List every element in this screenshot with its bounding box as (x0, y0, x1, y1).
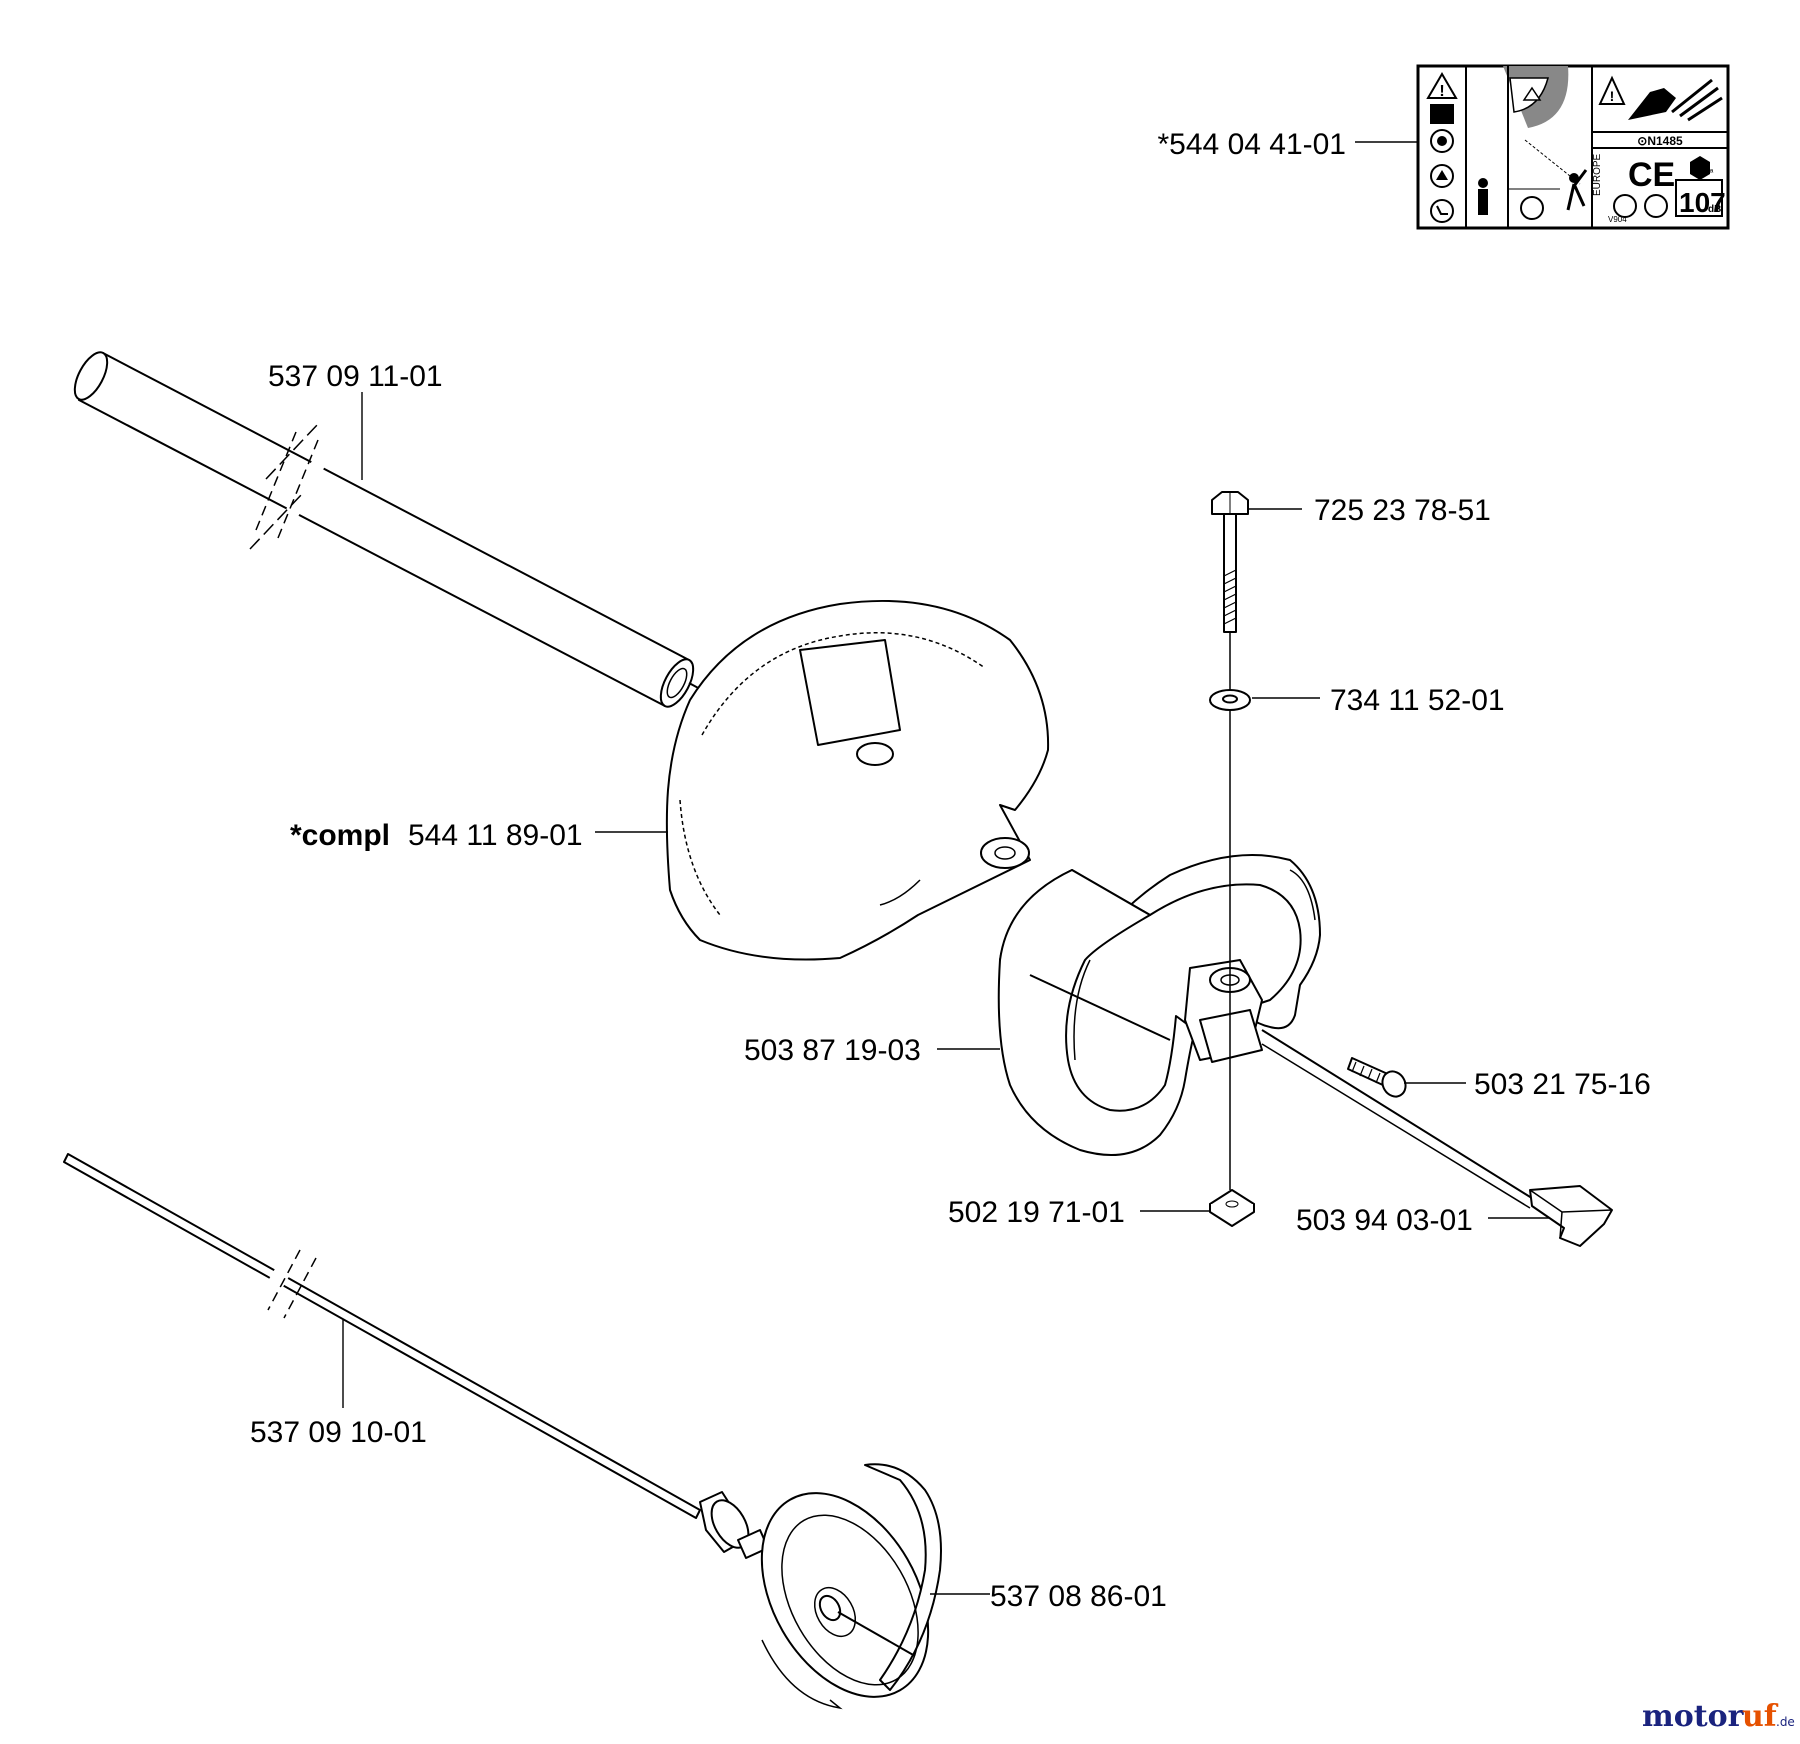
decal-code: V904 (1608, 215, 1627, 224)
label-screw: 503 21 75-16 (1474, 1068, 1651, 1101)
watermark-part2: uf (1742, 1699, 1779, 1734)
warning-triangle-icon (1426, 72, 1458, 99)
ce-mark: CE (1628, 156, 1675, 194)
drive-flange (699, 1463, 942, 1710)
square-nut (1209, 1189, 1255, 1227)
label-guard: 544 11 89-01 (408, 819, 583, 852)
hand-hazard-icon (1598, 75, 1626, 105)
loop-handle (997, 854, 1321, 1156)
cert-code: ⊙N1485 (1637, 134, 1683, 148)
label-tube: 537 09 11-01 (268, 360, 443, 393)
boot-icon (1430, 199, 1454, 223)
blade-guard (665, 599, 1050, 961)
region-text: EUROPE (1592, 153, 1603, 196)
label-bolt: 725 23 78-51 (1314, 494, 1491, 527)
label-decal: *544 04 41-01 (1158, 128, 1347, 161)
label-nut: 502 19 71-01 (948, 1196, 1125, 1229)
label-flange: 537 08 86-01 (990, 1580, 1167, 1613)
watermark-logo: motor uf .de (1642, 1699, 1795, 1734)
manual-icon (1430, 104, 1454, 124)
label-guard-prefix: *compl (290, 819, 390, 852)
powerline-hazard-icon (1478, 66, 1588, 228)
svg-text:!: ! (1439, 83, 1444, 100)
warning-decal: ! ! ⊙N1485 EUROPE CE (1416, 64, 1730, 230)
label-handle: 503 87 19-03 (744, 1034, 921, 1067)
sound-unit: dB (1708, 204, 1721, 215)
sound-prefix: Lₐ (1704, 164, 1714, 175)
label-bracket: 503 94 03-01 (1296, 1204, 1473, 1237)
bolt (1211, 491, 1249, 633)
watermark-suffix: .de (1776, 1715, 1795, 1729)
washer (1209, 689, 1251, 711)
drive-shaft (63, 1153, 701, 1519)
screw (1347, 1057, 1407, 1098)
svg-text:!: ! (1610, 88, 1615, 104)
sound-level: 107 (1679, 187, 1726, 218)
outer-tube (73, 351, 703, 708)
leader-lines (342, 141, 1550, 1595)
label-washer: 734 11 52-01 (1330, 684, 1505, 717)
label-shaft: 537 09 10-01 (250, 1416, 427, 1449)
bracket (1529, 1185, 1613, 1247)
watermark-part1: motor (1642, 1699, 1745, 1734)
